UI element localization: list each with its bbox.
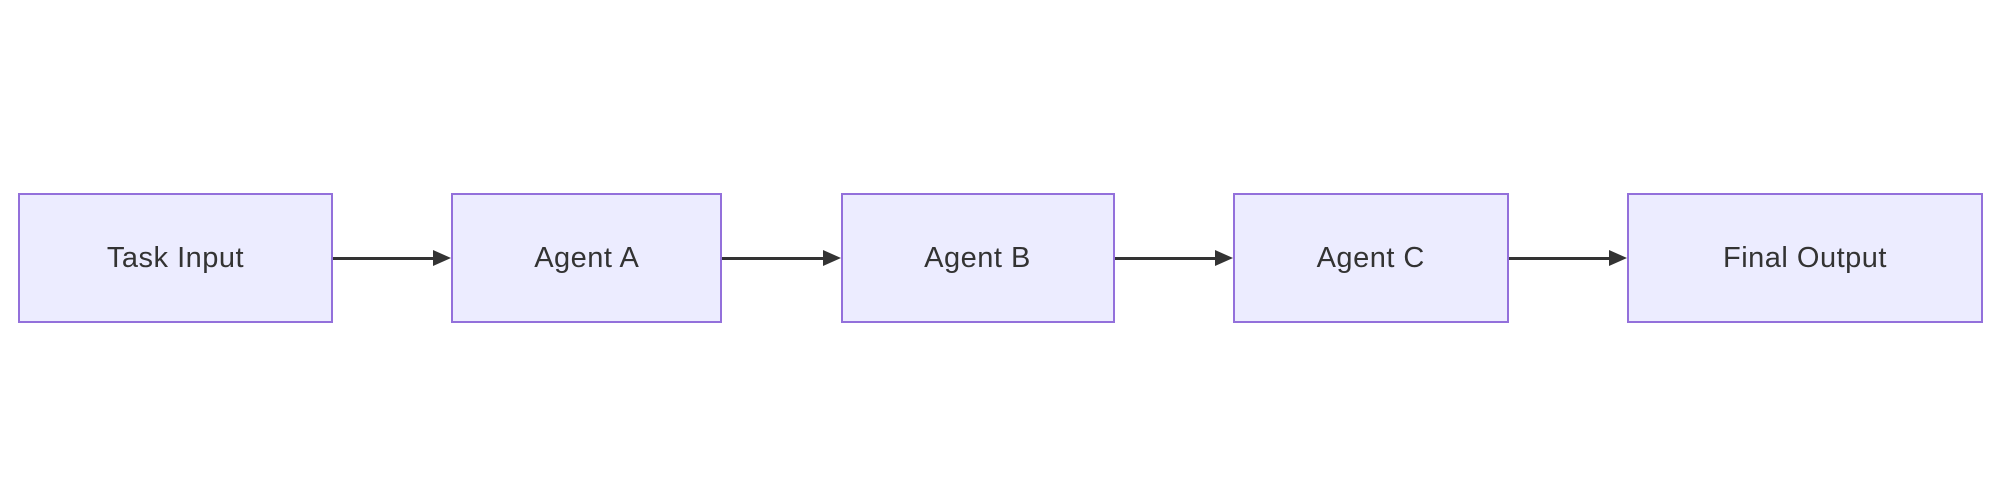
edge-task-input-to-agent-a <box>333 249 452 267</box>
node-final-output: Final Output <box>1627 193 1983 323</box>
node-agent-a: Agent A <box>451 193 723 323</box>
edge-agent-a-to-agent-b <box>722 249 841 267</box>
arrowhead-icon <box>1214 250 1233 266</box>
flow-row: Task Input Agent A Agent B Agent C <box>18 193 1983 323</box>
node-agent-c-label: Agent C <box>1316 241 1425 274</box>
node-agent-b-label: Agent B <box>924 241 1031 274</box>
edge-agent-c-to-final-output <box>1508 249 1627 267</box>
arrow-line <box>722 256 824 260</box>
arrow-line <box>1114 256 1216 260</box>
node-agent-b: Agent B <box>840 193 1115 323</box>
arrowhead-icon <box>822 250 841 266</box>
arrowhead-icon <box>433 250 452 266</box>
node-agent-a-label: Agent A <box>534 241 640 274</box>
edge-agent-b-to-agent-c <box>1114 249 1233 267</box>
node-task-input-label: Task Input <box>106 241 245 274</box>
node-agent-c: Agent C <box>1232 193 1509 323</box>
arrow-line <box>1508 256 1610 260</box>
node-task-input: Task Input <box>18 193 333 323</box>
node-final-output-label: Final Output <box>1723 241 1887 274</box>
arrow-line <box>333 256 435 260</box>
arrowhead-icon <box>1609 250 1627 266</box>
